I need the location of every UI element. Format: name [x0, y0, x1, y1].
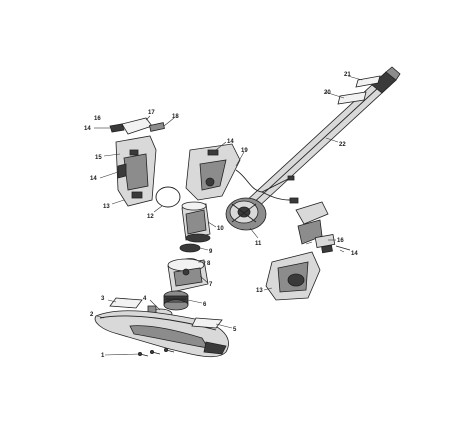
callout-7: 7 [209, 282, 213, 288]
callout-11: 11 [255, 241, 262, 247]
guard-label-3 [109, 297, 143, 309]
handle-housing-right [185, 143, 241, 201]
shaft-label-20 [337, 91, 367, 105]
callout-14-left: 14 [90, 176, 97, 182]
callout-4: 4 [143, 296, 147, 302]
guard-assembly [94, 297, 229, 358]
o-ring [155, 186, 181, 208]
guard-label-5 [191, 317, 223, 329]
callout-13-right: 13 [256, 288, 263, 294]
callout-3: 3 [101, 296, 105, 302]
callout-10: 10 [217, 226, 224, 232]
spool [163, 290, 189, 311]
callout-9: 9 [209, 249, 213, 255]
callout-14-top-left: 14 [84, 126, 91, 132]
callout-20: 20 [324, 90, 331, 96]
callout-16-left: 16 [94, 116, 101, 122]
callout-16-right: 16 [337, 238, 344, 244]
washer-9 [179, 243, 201, 253]
wire-harness [235, 169, 299, 204]
gear-housing [167, 258, 209, 293]
screws [137, 347, 175, 357]
callout-12: 12 [147, 214, 154, 220]
callout-14-right: 14 [351, 251, 358, 257]
callout-17: 17 [148, 110, 155, 116]
leader-lines [94, 75, 363, 356]
callout-18: 18 [172, 114, 179, 120]
callout-6: 6 [203, 302, 207, 308]
handle-housing-left [109, 117, 165, 207]
callout-8: 8 [207, 261, 211, 267]
rear-connector [314, 234, 351, 254]
callout-13-left: 13 [103, 204, 110, 210]
callout-1: 1 [101, 353, 105, 359]
shaft-assembly [244, 66, 401, 211]
callout-2: 2 [90, 312, 94, 318]
callout-21: 21 [344, 72, 351, 78]
callout-15: 15 [95, 155, 102, 161]
callout-22: 22 [339, 142, 346, 148]
motor [181, 201, 211, 243]
callout-14-upper: 14 [227, 139, 234, 145]
callout-numbers: 1 2 3 4 5 6 7 8 9 10 11 12 13 13 14 14 1… [84, 72, 358, 359]
callout-5: 5 [233, 327, 237, 333]
callout-19: 19 [241, 148, 248, 154]
spool-cap [225, 197, 267, 231]
rear-motor-housing [265, 201, 329, 301]
shaft-label-21 [355, 75, 381, 88]
switch-trigger [121, 117, 153, 135]
